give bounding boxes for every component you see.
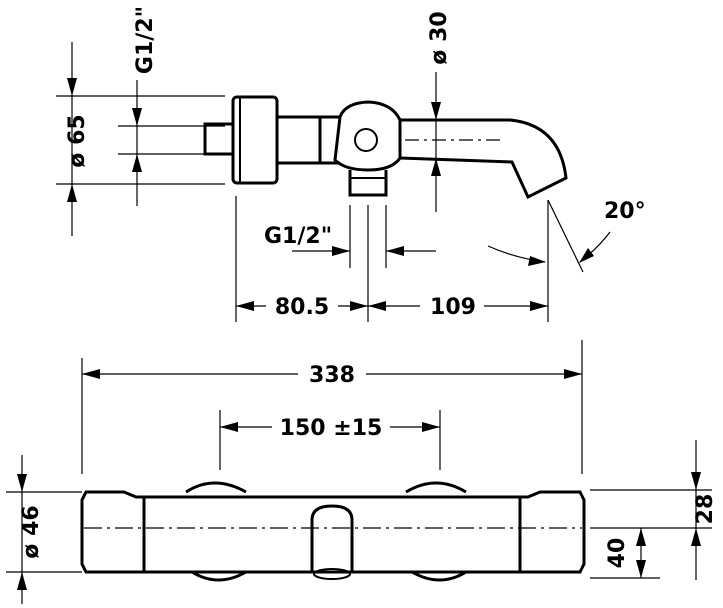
eccentric-left [185,481,247,494]
dim-80-5-109: 80.5 109 [235,196,548,322]
dim-dia-65: ø 65 [65,42,90,236]
front-view [80,481,586,582]
body-cylinder [277,115,340,165]
label-338: 338 [309,363,355,388]
label-28: 28 [693,494,718,525]
label-g-half-mid: G1/2" [264,224,332,249]
dim-g-half-mid: G1/2" [264,205,436,268]
spout-outlet [310,504,354,572]
side-view [56,95,568,200]
label-109: 109 [430,295,476,320]
dim-dia-46: ø 46 [6,455,82,604]
label-40: 40 [605,538,630,569]
body-bar [80,490,586,574]
dim-338: 338 [81,340,583,474]
eccentric-right [405,481,467,494]
wall-stub [203,122,235,156]
dim-dia-30: ø 30 [427,11,452,212]
outlet-nozzle [348,170,388,197]
label-g-half-top: G1/2" [133,6,158,74]
dim-150: 150 ±15 [219,410,441,470]
label-150: 150 ±15 [280,416,383,441]
label-dia-46: ø 46 [19,505,44,558]
dim-g-half-top: G1/2" [132,6,158,206]
label-dia-30: ø 30 [427,11,452,64]
label-dia-65: ø 65 [65,114,90,167]
spout [399,118,568,200]
dim-28-40: 28 40 [590,440,718,580]
handle [333,100,402,172]
dim-angle-20: 20° [487,199,646,322]
label-80-5: 80.5 [275,295,329,320]
body-disc [231,95,279,185]
label-angle-20: 20° [604,199,646,224]
